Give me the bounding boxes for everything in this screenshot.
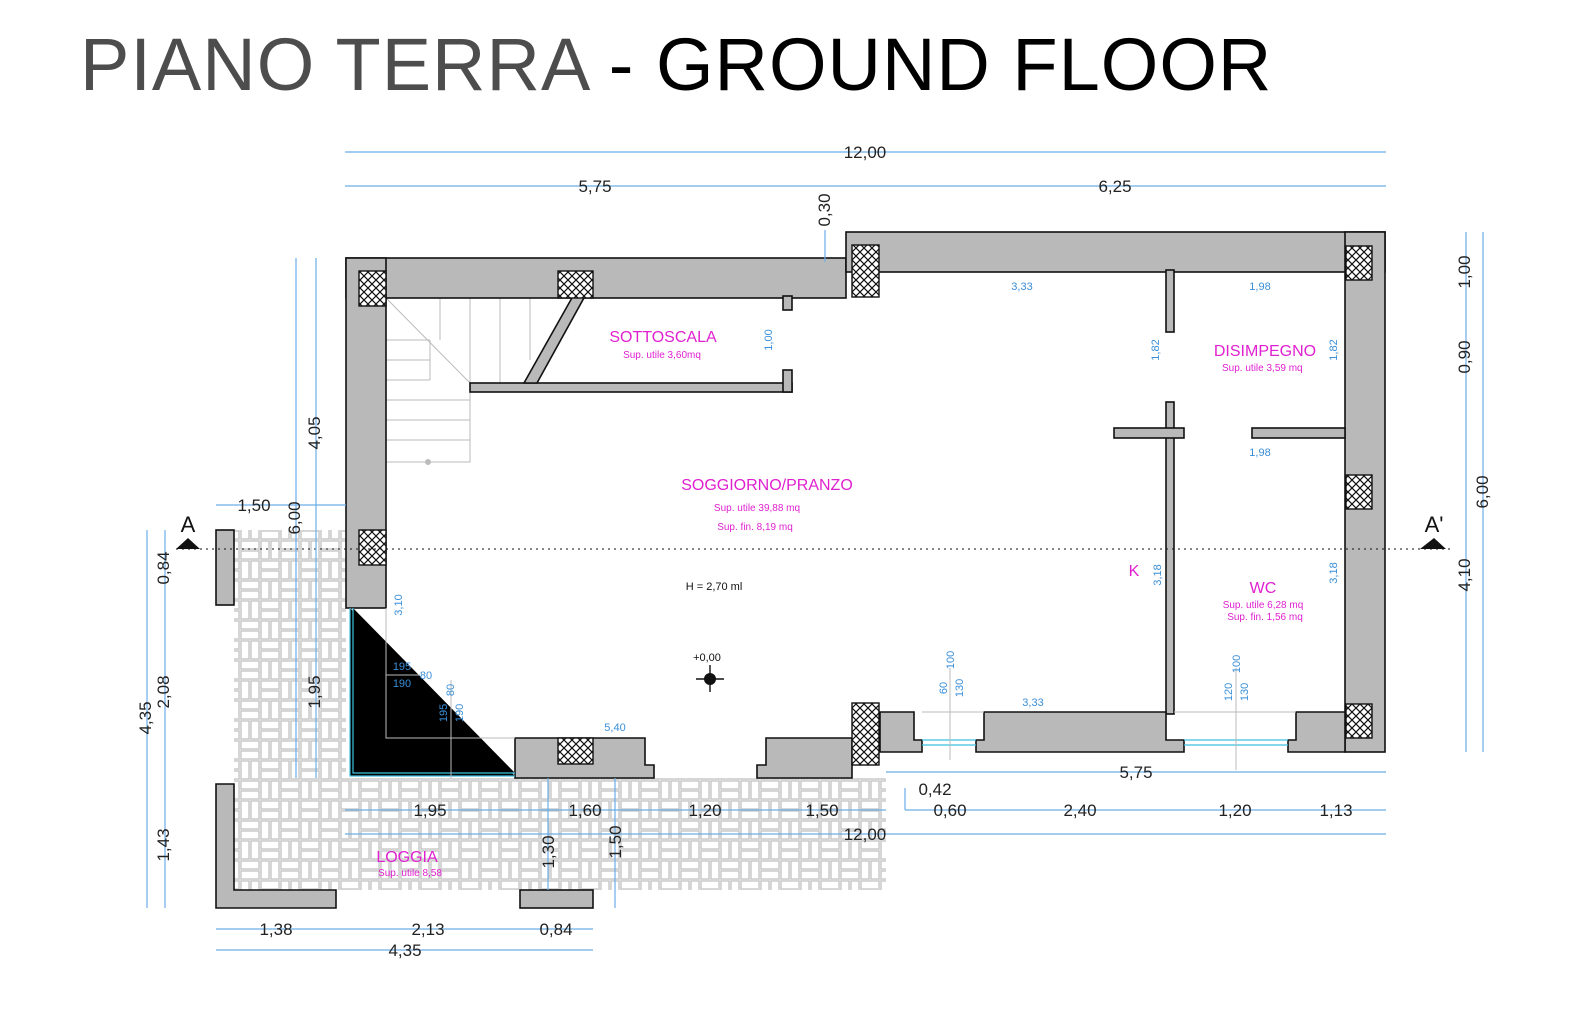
- dimension-label: 1,95: [413, 801, 446, 820]
- title-italian: PIANO TERRA: [80, 23, 588, 106]
- dimension-label: 0,42: [918, 780, 951, 799]
- interior-dimension-label: 80: [445, 684, 457, 696]
- dimension-lines: [146, 151, 1484, 951]
- room-name: WC: [1250, 580, 1277, 597]
- interior-dimension-label: 195: [393, 661, 411, 673]
- interior-dimension-label: 1,98: [1249, 281, 1270, 293]
- room-sottoscala: SOTTOSCALA Sup. utile 3,60mq: [609, 329, 717, 361]
- dimension-label: 0,90: [1455, 340, 1474, 373]
- dimension-label: 1,30: [539, 835, 558, 868]
- dimension-label: 1,00: [1455, 255, 1474, 288]
- dimension-label: 1,20: [688, 801, 721, 820]
- room-disimpegno: DISIMPEGNO Sup. utile 3,59 mq: [1214, 343, 1316, 374]
- room-area: Sup. utile 39,88 mq: [714, 503, 800, 514]
- interior-dimension-label: 1,82: [1150, 339, 1162, 360]
- dimension-label: 2,13: [411, 920, 444, 939]
- interior-dimension-label: 1,00: [763, 329, 775, 350]
- dimension-label: 1,13: [1319, 801, 1352, 820]
- walls: [215, 231, 1386, 909]
- dimension-label: 0,60: [933, 801, 966, 820]
- dimension-label: 2,40: [1063, 801, 1096, 820]
- room-name: SOTTOSCALA: [609, 329, 717, 346]
- dimension-label: 4,10: [1455, 558, 1474, 591]
- interior-dimension-label: 130: [954, 679, 966, 697]
- interior-dimension-label: 3,18: [1152, 564, 1164, 585]
- interior-dimension-label: 3,10: [393, 594, 405, 615]
- room-wc: WC Sup. utile 6,28 mq Sup. fin. 1,56 mq: [1223, 580, 1304, 623]
- interior-dimension-label: 100: [1231, 655, 1243, 673]
- interior-dimension-label: 1,82: [1328, 339, 1340, 360]
- dimension-label: 1,60: [568, 801, 601, 820]
- room-soggiorno-pranzo: SOGGIORNO/PRANZO Sup. utile 39,88 mq Sup…: [681, 477, 853, 533]
- ceiling-height: H = 2,70 ml: [686, 581, 743, 593]
- columns: [358, 244, 1373, 766]
- dimension-label: 0,30: [815, 193, 834, 226]
- dimension-label: 4,35: [136, 701, 155, 734]
- room-area: Sup. utile 6,28 mq: [1223, 600, 1304, 611]
- room-name: DISIMPEGNO: [1214, 343, 1316, 360]
- level-marker-icon: [696, 665, 724, 692]
- room-area: Sup. utile 3,59 mq: [1222, 363, 1303, 374]
- interior-dimension-label: 120: [1223, 683, 1235, 701]
- room-area: Sup. fin. 1,56 mq: [1227, 612, 1303, 623]
- dimension-label: 4,35: [388, 941, 421, 960]
- page-title: PIANO TERRA - GROUND FLOOR: [80, 22, 1272, 107]
- dimension-label: 0,84: [539, 920, 572, 939]
- dimension-label: 0,84: [154, 551, 173, 584]
- staircase: [385, 297, 531, 465]
- interior-dimension-label: 3,33: [1011, 281, 1032, 293]
- dimension-labels: 12,00 5,75 6,25 0,30 1,00 0,90 6,00 4,10 4,05 6,0…: [136, 143, 1492, 960]
- interior-dimension-label: 1,98: [1249, 447, 1270, 459]
- interior-dimension-label: 190: [393, 678, 411, 690]
- interior-dimension-label: 5,40: [604, 722, 625, 734]
- dimension-label: 1,43: [154, 828, 173, 861]
- dimension-label: 12,00: [844, 825, 887, 844]
- kitchen-mark: K: [1129, 563, 1140, 580]
- section-mark-right: A': [1425, 512, 1444, 537]
- dimension-label: 1,38: [259, 920, 292, 939]
- interior-dimension-label: 195: [438, 704, 450, 722]
- section-mark-left: A: [181, 512, 196, 537]
- dimension-label: 12,00: [844, 143, 887, 162]
- dimension-label: 6,00: [1473, 475, 1492, 508]
- dimension-label: 1,20: [1218, 801, 1251, 820]
- floor-level: +0,00: [693, 652, 721, 664]
- room-area: Sup. utile 3,60mq: [623, 350, 701, 361]
- room-area: Sup. utile 8,58: [378, 868, 442, 879]
- dimension-label: 6,00: [285, 501, 304, 534]
- dimension-label: 1,50: [237, 496, 270, 515]
- interior-dimension-label: 130: [1239, 683, 1251, 701]
- dimension-label: 4,05: [305, 416, 324, 449]
- room-loggia: LOGGIA Sup. utile 8,58: [376, 849, 442, 879]
- interior-dimension-labels: 3,33 1,98 1,98 1,00 1,82 1,82 3,18 3,18 3,10 195 1…: [393, 281, 1340, 734]
- dimension-label: 1,50: [805, 801, 838, 820]
- loggia-paving: [234, 530, 886, 890]
- dimension-label: 6,25: [1098, 177, 1131, 196]
- interior-dimension-label: 60: [938, 682, 950, 694]
- interior-dimension-label: 190: [454, 704, 466, 722]
- windows: [349, 608, 1288, 777]
- dimension-label: 5,75: [1119, 763, 1152, 782]
- room-area: Sup. fin. 8,19 mq: [717, 522, 793, 533]
- section-line-a: [176, 538, 1450, 550]
- dimension-label: 1,50: [606, 825, 625, 858]
- title-english: - GROUND FLOOR: [608, 23, 1273, 106]
- reference-lines: [385, 608, 1296, 778]
- dimension-label: 1,95: [305, 675, 324, 708]
- dimension-label: 2,08: [154, 675, 173, 708]
- interior-dimension-label: 80: [420, 670, 432, 682]
- room-name: SOGGIORNO/PRANZO: [681, 477, 853, 494]
- interior-dimension-label: 3,18: [1328, 562, 1340, 583]
- dimension-label: 5,75: [578, 177, 611, 196]
- interior-dimension-label: 100: [945, 651, 957, 669]
- interior-dimension-label: 3,33: [1022, 697, 1043, 709]
- room-name: LOGGIA: [376, 849, 438, 866]
